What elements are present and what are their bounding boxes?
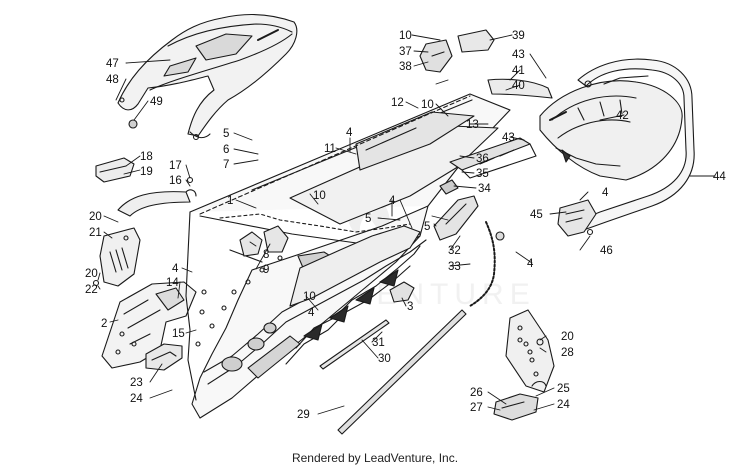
- callout-4-mid-right: 4: [389, 195, 396, 207]
- callout-18: 18: [140, 151, 153, 163]
- callout-16: 16: [169, 175, 182, 187]
- part-30-rod: [319, 319, 390, 370]
- callout-1: 1: [227, 195, 233, 207]
- callout-46: 46: [600, 245, 613, 257]
- callout-5-top: 5: [223, 128, 229, 140]
- callout-20-right: 20: [561, 331, 574, 343]
- callout-8: 8: [263, 249, 269, 261]
- part-18-plate: [95, 157, 135, 183]
- callout-7: 7: [223, 159, 229, 171]
- part-42-rear-bumper: [539, 80, 683, 181]
- callout-44: 44: [713, 171, 726, 183]
- callout-31: 31: [372, 337, 385, 349]
- callout-5-mid: 5: [365, 213, 371, 225]
- callout-28: 28: [561, 347, 574, 359]
- rendered-by-footer: Rendered by LeadVenture, Inc.: [291, 451, 459, 465]
- callout-37: 37: [399, 46, 412, 58]
- callout-48: 48: [106, 74, 119, 86]
- callout-10-lower: 10: [303, 291, 316, 303]
- part-40-41-flap: [487, 78, 553, 99]
- callout-45: 45: [530, 209, 543, 221]
- callout-47: 47: [106, 58, 119, 70]
- callout-2: 2: [101, 318, 107, 330]
- part-16-grab-handle: [117, 176, 197, 217]
- part-26-27-step: [493, 380, 547, 421]
- callout-15: 15: [172, 328, 185, 340]
- callout-21: 21: [89, 227, 102, 239]
- part-37-38-bracket: [419, 39, 453, 73]
- callout-9: 9: [263, 264, 269, 276]
- callout-49: 49: [150, 96, 163, 108]
- callout-30: 30: [378, 353, 391, 365]
- callout-12: 12: [391, 97, 404, 109]
- callout-20-lower: 20: [85, 268, 98, 280]
- part-44-bumper-hoop: [569, 58, 695, 233]
- callout-24-left: 24: [130, 393, 143, 405]
- callout-14: 14: [166, 277, 179, 289]
- callout-36: 36: [476, 153, 489, 165]
- part-45-hitch: [557, 199, 597, 237]
- callout-5-right: 5: [424, 221, 430, 233]
- callout-13: 13: [466, 119, 479, 131]
- callout-10-top-a: 10: [421, 99, 434, 111]
- callout-10-top-b: 10: [399, 30, 412, 42]
- callout-20-upper: 20: [89, 211, 102, 223]
- callout-40: 40: [512, 80, 525, 92]
- callout-17: 17: [169, 160, 182, 172]
- callout-32: 32: [448, 245, 461, 257]
- callout-3: 3: [407, 301, 413, 313]
- seat-assembly: [117, 14, 298, 141]
- callout-4-mid: 4: [308, 307, 315, 319]
- part-33-chain: [469, 221, 505, 307]
- part-running-board: [285, 225, 421, 365]
- part-23-plate: [145, 343, 183, 371]
- callout-4-center-top: 4: [346, 127, 353, 139]
- part-2-side-panel: [101, 281, 197, 369]
- callout-39: 39: [512, 30, 525, 42]
- callout-26: 26: [470, 387, 483, 399]
- callout-38: 38: [399, 61, 412, 73]
- callout-43-top: 43: [512, 49, 525, 61]
- part-39-bracket: [457, 29, 495, 53]
- callout-29: 29: [297, 409, 310, 421]
- leader-lines: [97, 34, 716, 415]
- callout-labels: 47 48 49 18 19 17 16 20 21 20 22 4 14 2 …: [85, 30, 726, 421]
- callout-25: 25: [557, 383, 570, 395]
- callout-23: 23: [130, 377, 143, 389]
- callout-10-center: 10: [313, 190, 326, 202]
- callout-35: 35: [476, 168, 489, 180]
- callout-4-left: 4: [172, 263, 179, 275]
- callout-11: 11: [324, 143, 336, 155]
- part-34-clip: [439, 179, 459, 195]
- callout-24-right: 24: [557, 399, 570, 411]
- part-21-bracket: [92, 227, 141, 287]
- callout-33: 33: [448, 261, 461, 273]
- callout-42: 42: [616, 110, 629, 122]
- part-3-bracket: [389, 281, 415, 303]
- part-32-panel: [433, 195, 479, 241]
- part-29-rod: [337, 309, 467, 435]
- callout-34: 34: [478, 183, 491, 195]
- callout-43-mid: 43: [502, 132, 515, 144]
- callout-4-far-right: 4: [527, 258, 534, 270]
- callout-6: 6: [223, 144, 229, 156]
- callout-4-right: 4: [602, 187, 609, 199]
- callout-19: 19: [140, 166, 153, 178]
- callout-41: 41: [512, 65, 525, 77]
- callout-22: 22: [85, 284, 98, 296]
- part-36-strap: [449, 137, 537, 179]
- callout-27: 27: [470, 402, 483, 414]
- part-28-bracket: [505, 309, 555, 393]
